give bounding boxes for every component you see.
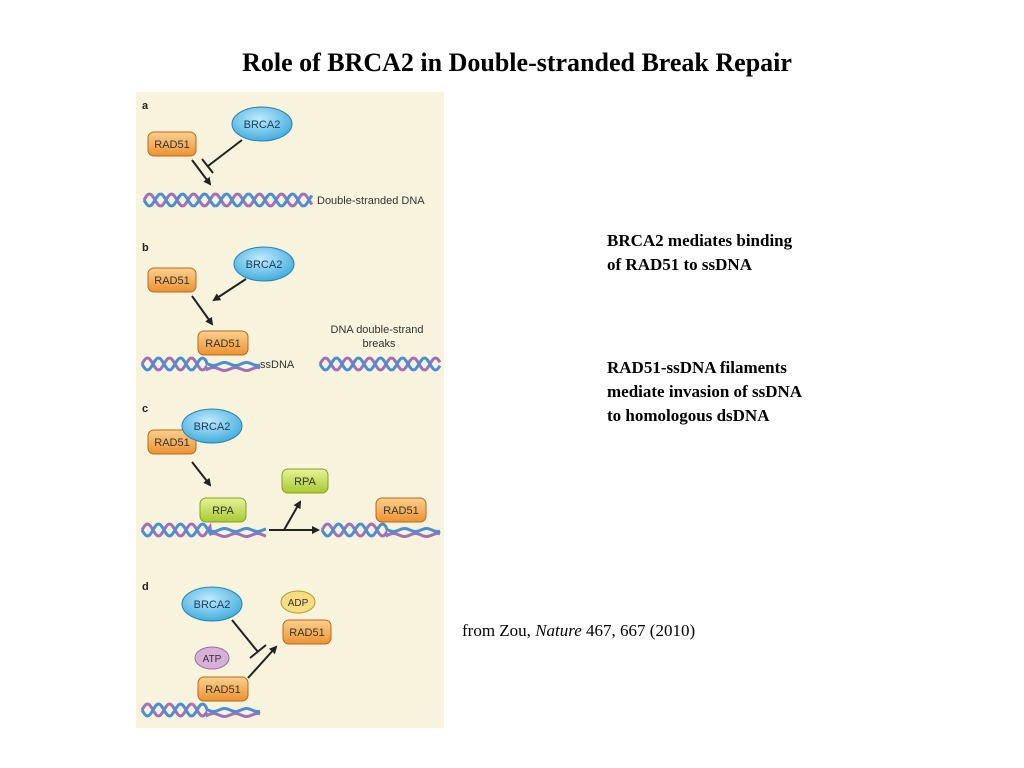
binding-arrow — [191, 461, 212, 487]
ssdna-helix — [140, 702, 261, 718]
rpa-label: RPA — [212, 505, 234, 517]
citation-prefix: from Zou, — [462, 621, 536, 640]
adp-label: ADP — [288, 598, 309, 609]
dsdna-label: Double-stranded DNA — [317, 195, 425, 207]
dna-strand-purple — [318, 356, 442, 372]
dna-strand-blue — [318, 356, 442, 372]
rad51-label: RAD51 — [154, 139, 189, 151]
rad51-ssdna-helix — [320, 522, 441, 538]
inhibition-bar — [201, 158, 214, 174]
note-line: of RAD51 to ssDNA — [607, 255, 752, 274]
inhibition-line — [207, 139, 243, 167]
rad51-adp-protein: RAD51 — [282, 619, 332, 645]
dna-strand-purple — [140, 702, 261, 718]
inhibition-bar — [249, 644, 267, 659]
rad51-atp-protein: RAD51 — [197, 676, 249, 702]
dna-strand-blue — [140, 522, 267, 538]
inhibition-line — [231, 619, 259, 653]
binding-arrow — [191, 295, 214, 326]
rad51-bound-protein: RAD51 — [197, 330, 249, 356]
panel-c-letter: c — [142, 403, 148, 415]
dsb-helix — [318, 356, 442, 372]
dna-strand-blue — [140, 356, 261, 372]
brca2-label: BRCA2 — [244, 119, 281, 131]
panel-a-letter: a — [142, 100, 149, 112]
brca2-protein: BRCA2 — [181, 586, 243, 622]
note-mediates-binding: BRCA2 mediates binding of RAD51 to ssDNA — [607, 229, 847, 277]
brca2-label: BRCA2 — [194, 421, 231, 433]
rad51-protein: RAD51 — [147, 429, 197, 455]
rad51-bound-protein: RAD51 — [375, 497, 427, 523]
panel-b: b RAD51 BRCA2 RAD51 ssDNA DNA double-str… — [140, 242, 442, 372]
note-filament-invasion: RAD51-ssDNA filaments mediate invasion o… — [607, 356, 857, 428]
brca2-protein: BRCA2 — [181, 408, 243, 444]
panel-b-letter: b — [142, 242, 149, 254]
rpa-bound-protein: RPA — [199, 497, 247, 523]
ssdna-helix — [140, 356, 261, 372]
dsdna-helix — [142, 192, 314, 208]
dna-strand-blue — [140, 702, 261, 718]
ssdna-helix — [140, 522, 267, 538]
dsb-label-line1: DNA double-strand — [331, 324, 424, 336]
dna-strand-blue — [320, 522, 441, 538]
panel-a: a RAD51 BRCA2 Double-stranded DNA — [142, 100, 425, 208]
binding-arrow — [191, 159, 212, 186]
atp-label: ATP — [203, 654, 222, 665]
citation: from Zou, Nature 467, 667 (2010) — [462, 621, 695, 641]
dna-strand-purple — [320, 522, 441, 538]
slide-title: Role of BRCA2 in Double-stranded Break R… — [242, 48, 792, 77]
rad51-label: RAD51 — [383, 505, 418, 517]
rpa-released-protein: RPA — [281, 468, 329, 494]
note-line: BRCA2 mediates binding — [607, 231, 793, 250]
brca2-figure: a RAD51 BRCA2 Double-stranded DNA b RAD5… — [136, 92, 444, 728]
rad51-label: RAD51 — [154, 275, 189, 287]
brca2-label: BRCA2 — [194, 599, 231, 611]
recruit-arrow — [212, 278, 247, 302]
rad51-label: RAD51 — [289, 627, 324, 639]
exchange-arrow — [247, 645, 278, 679]
dsb-label-line2: breaks — [362, 338, 396, 350]
dna-strand-purple — [140, 522, 267, 538]
ssdna-label: ssDNA — [260, 359, 295, 371]
dna-strand-purple — [140, 356, 261, 372]
brca2-protein: BRCA2 — [233, 246, 295, 282]
adp-molecule: ADP — [280, 590, 316, 614]
citation-journal: Nature — [535, 621, 582, 640]
rad51-label: RAD51 — [205, 684, 240, 696]
panel-c: c RAD51 BRCA2 RPA RPA RAD51 — [140, 403, 441, 538]
panel-d-letter: d — [142, 581, 149, 593]
release-arrow — [283, 500, 301, 531]
rad51-label: RAD51 — [205, 338, 240, 350]
panel-d: d BRCA2 ADP RAD51 ATP RAD51 — [140, 581, 332, 718]
rpa-label: RPA — [294, 476, 316, 488]
citation-suffix: 467, 667 (2010) — [581, 621, 696, 640]
brca2-label: BRCA2 — [246, 259, 283, 271]
rad51-protein: RAD51 — [147, 131, 197, 157]
dna-strand-purple — [142, 192, 314, 208]
brca2-protein: BRCA2 — [231, 106, 293, 142]
atp-molecule: ATP — [194, 646, 230, 670]
dna-strand-blue — [142, 192, 314, 208]
rad51-label: RAD51 — [154, 437, 189, 449]
rad51-protein: RAD51 — [147, 267, 197, 293]
note-line: mediate invasion of ssDNA — [607, 382, 803, 401]
note-line: to homologous dsDNA — [607, 406, 770, 425]
note-line: RAD51-ssDNA filaments — [607, 358, 787, 377]
